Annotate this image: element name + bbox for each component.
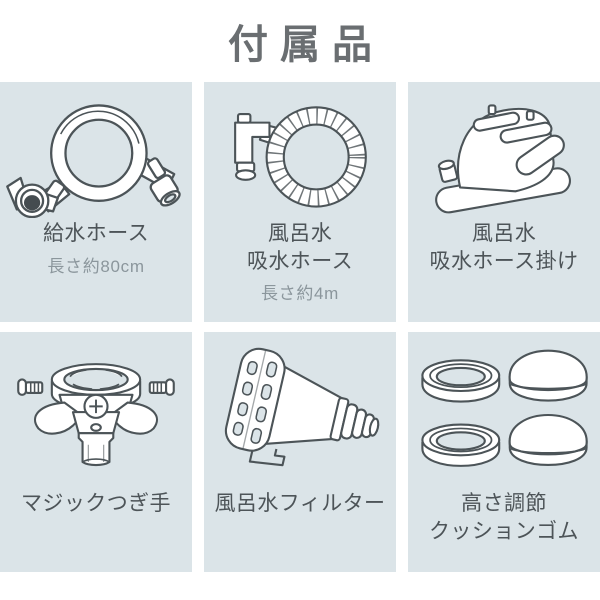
accessory-label: 風呂水フィルター — [214, 492, 386, 515]
bath-suction-hose-icon — [204, 92, 396, 220]
accessories-grid: 給水ホース 長さ約80cm 風呂水 — [0, 82, 600, 572]
page-title: 付属品 — [228, 23, 384, 67]
accessory-note: 長さ約80cm — [47, 256, 145, 276]
accessory-card-bath-filter: 風呂水フィルター — [204, 332, 396, 572]
bath-filter-icon — [204, 340, 396, 490]
accessory-card-supply-hose: 給水ホース 長さ約80cm — [0, 82, 192, 322]
accessory-card-cushion-rubber: 高さ調節 クッションゴム — [408, 332, 600, 572]
magic-joint-icon — [0, 340, 192, 490]
accessory-label: 吸水ホース掛け — [429, 249, 579, 273]
hose-hanger-icon — [408, 92, 600, 220]
accessory-label: クッションゴム — [429, 519, 579, 543]
accessory-label: 給水ホース — [42, 222, 150, 245]
accessory-card-bath-suction-hose: 風呂水 吸水ホース 長さ約4m — [204, 82, 396, 322]
accessory-label: 風呂水 — [267, 222, 333, 245]
accessory-card-hose-hanger: 風呂水 吸水ホース掛け — [408, 82, 600, 322]
cushion-rubber-icon — [408, 340, 600, 490]
accessory-label: 吸水ホース — [246, 249, 354, 273]
accessory-label: マジックつぎ手 — [21, 492, 171, 515]
accessory-label: 高さ調節 — [461, 492, 547, 515]
accessory-note: 長さ約4m — [260, 284, 339, 304]
accessory-card-magic-joint: マジックつぎ手 — [0, 332, 192, 572]
water-supply-hose-icon — [0, 92, 192, 220]
accessory-label: 風呂水 — [471, 222, 537, 245]
